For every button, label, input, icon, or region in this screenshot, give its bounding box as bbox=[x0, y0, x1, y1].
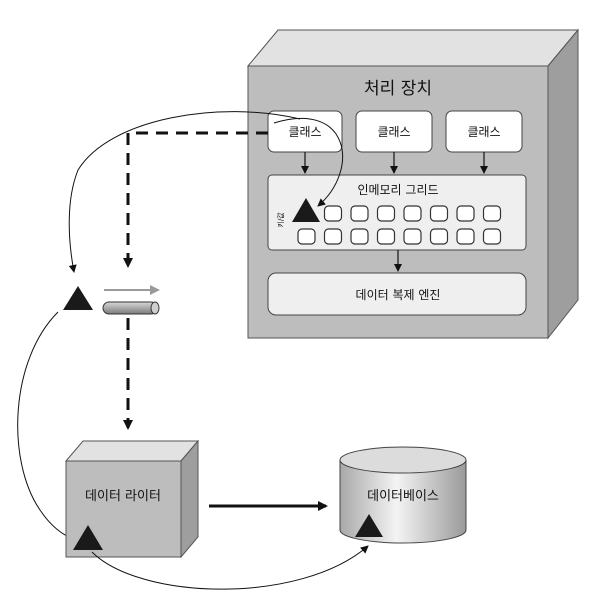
grid-triangle-marker bbox=[292, 198, 320, 222]
processing-unit-side-face bbox=[547, 28, 579, 340]
grid-cell bbox=[429, 205, 449, 222]
data-writer: 데이터 라이터 bbox=[64, 439, 200, 559]
curve-writer-to-database bbox=[91, 545, 369, 590]
dashed-flow-to-queue bbox=[123, 131, 268, 268]
processing-unit-title: 처리 장치 bbox=[364, 79, 432, 99]
class-box-1-label: 클래스 bbox=[288, 125, 321, 139]
database-top bbox=[339, 446, 467, 474]
grid-cell bbox=[297, 228, 316, 245]
grid-cell bbox=[350, 205, 369, 222]
grid-side-label: 키/값 bbox=[276, 212, 285, 228]
data-writer-top-face bbox=[64, 440, 200, 462]
in-memory-grid-title: 인메모리 그리드 bbox=[357, 183, 438, 197]
database: 데이터베이스 bbox=[339, 446, 467, 544]
grid-cell bbox=[403, 228, 422, 245]
grid-cell bbox=[323, 228, 343, 245]
data-writer-triangle-marker bbox=[73, 525, 103, 550]
database-triangle-marker bbox=[355, 514, 383, 537]
curve-into-grid-triangle bbox=[273, 117, 344, 207]
grid-cell bbox=[403, 205, 422, 222]
replication-engine-box bbox=[267, 272, 527, 316]
curve-class-to-triangle bbox=[68, 111, 301, 273]
grid-cells bbox=[297, 205, 502, 245]
grid-cell bbox=[350, 228, 369, 245]
grid-cell bbox=[376, 205, 396, 222]
data-writer-label: 데이터 라이터 bbox=[85, 489, 161, 504]
replication-engine-label: 데이터 복제 엔진 bbox=[356, 288, 441, 302]
class-box-3-label: 클래스 bbox=[467, 125, 500, 139]
data-writer-side-face bbox=[180, 439, 199, 559]
grid-cell bbox=[456, 205, 475, 222]
grid-cell bbox=[482, 205, 502, 222]
grid-cell bbox=[376, 228, 396, 245]
grid-cell bbox=[482, 228, 502, 245]
curve-triangle-to-writer bbox=[17, 311, 77, 542]
processing-unit: 처리 장치 클래스 클래스 클래스 인메모리 그리드 키/값 데이터 복제 엔진 bbox=[246, 28, 580, 340]
queue-triangle-marker bbox=[63, 286, 93, 310]
processing-unit-top-face bbox=[246, 29, 580, 67]
class-box-2-label: 클래스 bbox=[377, 125, 410, 139]
grid-cell bbox=[323, 205, 343, 222]
queue-pipe bbox=[102, 301, 160, 315]
database-label: 데이터베이스 bbox=[367, 489, 439, 504]
grid-cell bbox=[429, 228, 449, 245]
grid-cell bbox=[456, 228, 475, 245]
